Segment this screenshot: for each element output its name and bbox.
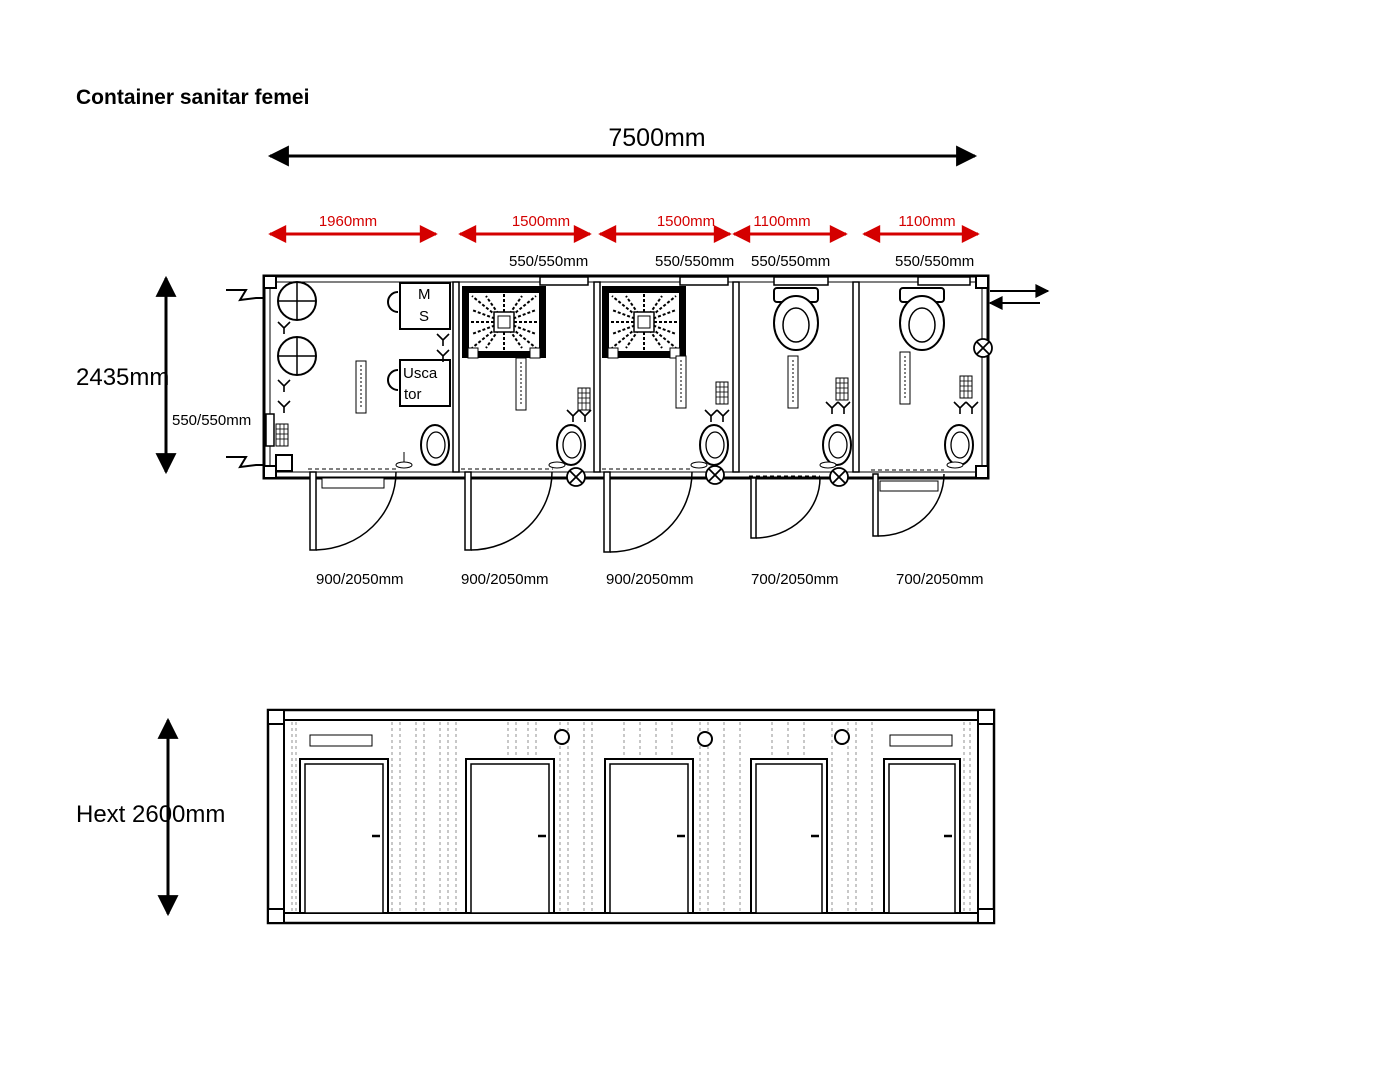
floor-plan: M S Usca tor [226,274,1050,553]
window-size-label: 550/550mm [895,253,974,270]
door-size-label: 700/2050mm [896,571,984,588]
cabinet-label-line2: S [419,308,429,325]
total-length-label: 7500mm [608,124,705,152]
elevation-height-label: Hext 2600mm [76,801,225,828]
door-size-label: 900/2050mm [606,571,694,588]
window-size-label: 550/550mm [751,253,830,270]
room-width-label: 1100mm [898,213,955,230]
door-size-label: 900/2050mm [316,571,404,588]
dryer-label-line1: Usca [403,365,438,382]
page-title: Container sanitar femei [76,86,310,109]
dryer-label-line2: tor [404,386,422,403]
door-size-labels: 900/2050mm 900/2050mm 900/2050mm 700/205… [316,571,984,588]
window-size-label: 550/550mm [172,412,251,429]
room-width-label: 1500mm [657,213,715,230]
window-size-label: 550/550mm [655,253,734,270]
room-width-label: 1100mm [753,213,810,230]
front-elevation [266,708,996,925]
door-size-label: 900/2050mm [461,571,549,588]
room-width-label: 1500mm [512,213,570,230]
cabinet-label-line1: M [418,286,431,303]
door-size-label: 700/2050mm [751,571,839,588]
plan-height-label: 2435mm [76,364,169,391]
window-size-labels: 550/550mm 550/550mm 550/550mm 550/550mm … [172,253,974,429]
room-width-label: 1960mm [319,213,377,230]
window-size-label: 550/550mm [509,253,588,270]
room-width-dimensions: 1960mm 1500mm 1500mm 1100mm 1100mm [268,213,980,243]
